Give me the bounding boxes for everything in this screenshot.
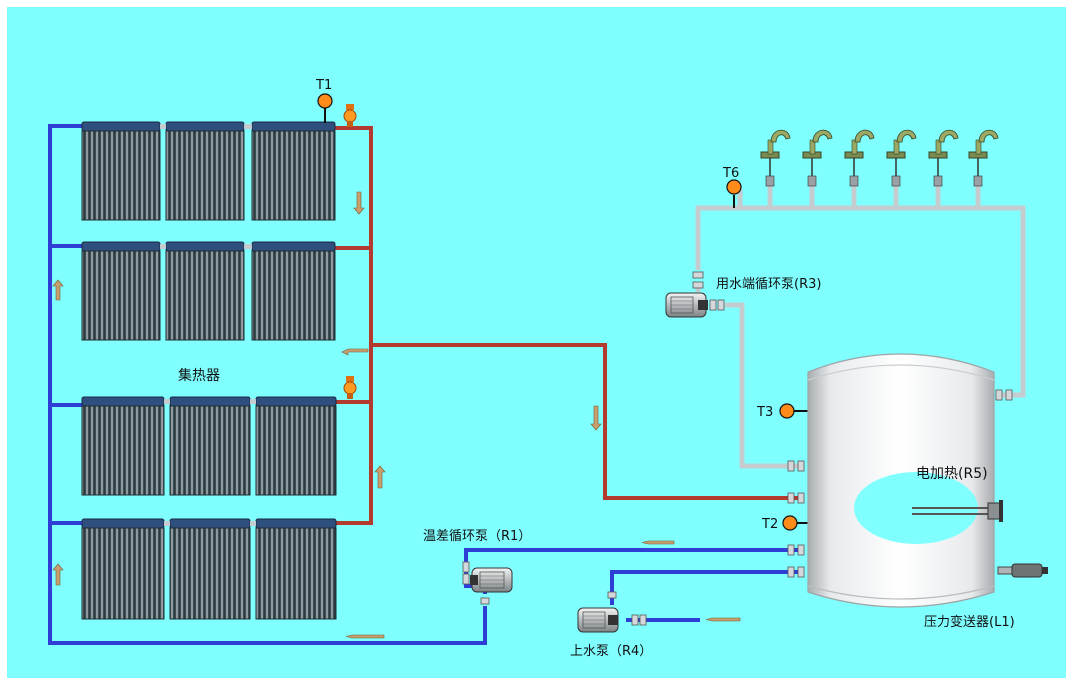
air-vent-valve-icon	[343, 104, 357, 127]
sensor-t6-label: T6	[722, 166, 739, 181]
collector-row-3	[81, 396, 337, 496]
heater-r5-label: 电加热(R5)	[916, 466, 988, 482]
collector-row-4	[81, 518, 337, 620]
pump-r3-label: 用水端循环泵(R3)	[716, 277, 821, 292]
pipe-fittings	[462, 271, 1013, 626]
faucet-icon	[844, 129, 875, 187]
pressure-transmitter-icon	[997, 563, 1048, 578]
faucet-icon	[928, 129, 959, 187]
pressure-l1-label: 压力变送器(L1)	[924, 614, 1015, 630]
collector-row-1	[81, 121, 336, 221]
pump-r3-icon	[665, 292, 708, 318]
faucet-icon	[760, 129, 791, 187]
faucet-icon	[802, 129, 833, 187]
collector-label: 集热器	[178, 367, 220, 384]
pump-r1-icon	[470, 567, 513, 593]
user-pipe-network	[695, 185, 1026, 469]
air-vent-valve-icon	[343, 376, 357, 399]
faucet-row	[760, 129, 999, 187]
sensor-t2-label: T2	[761, 517, 778, 532]
pump-r1-label: 温差循环泵（R1）	[423, 529, 531, 544]
sensor-t1: T1	[315, 78, 333, 123]
sensor-t3-label: T3	[756, 405, 773, 420]
sensor-t3: T3	[756, 403, 812, 420]
faucet-icon	[968, 129, 999, 187]
pump-r4-icon	[577, 607, 619, 633]
sensor-t6: T6	[722, 166, 742, 208]
pump-r4-label: 上水泵（R4）	[570, 644, 652, 659]
sensor-t1-label: T1	[315, 78, 332, 93]
faucet-icon	[886, 129, 917, 187]
collector-row-2	[81, 241, 336, 341]
solar-collector-array	[81, 121, 337, 620]
flow-arrow-icon	[52, 191, 741, 639]
electric-heater-icon	[912, 500, 1003, 522]
hot-pipe-network	[333, 126, 800, 525]
sensor-t2: T2	[761, 515, 812, 532]
